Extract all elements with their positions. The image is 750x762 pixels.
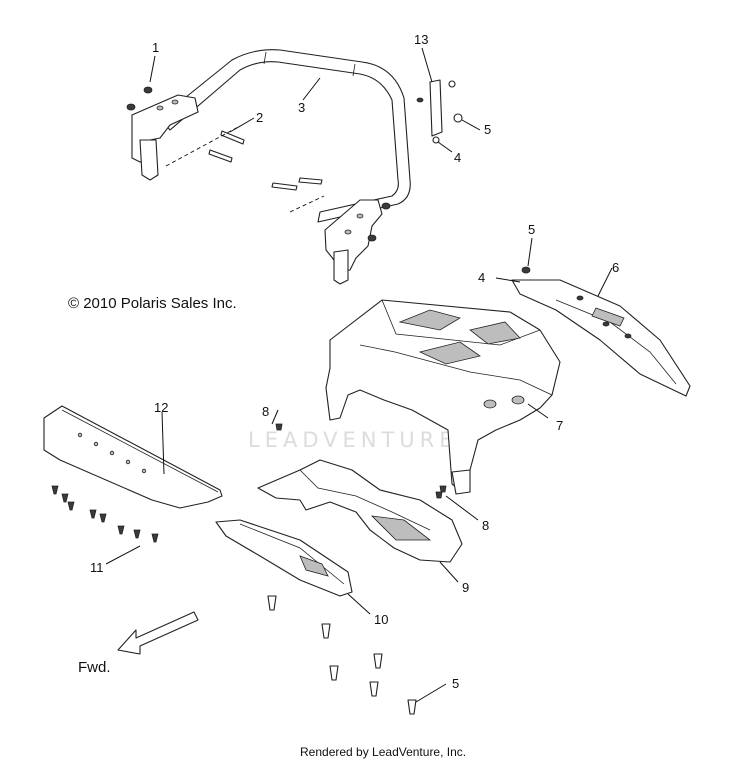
- callouts: 1 2 3 13 5 4 5 4 6 12 8 7 8 11 9 10 5: [90, 32, 619, 691]
- leader-lines: [105, 47, 613, 703]
- callout-11: 11: [90, 560, 104, 575]
- callout-6: 6: [612, 260, 619, 275]
- under-tray-9: [257, 459, 463, 563]
- callout-3: 3: [298, 100, 305, 115]
- callout-7: 7: [556, 418, 563, 433]
- callout-4a: 4: [454, 150, 461, 165]
- mount-bracket-left: [126, 86, 199, 181]
- callout-8b: 8: [482, 518, 489, 533]
- mount-bracket-right: [324, 199, 391, 285]
- roll-bar-loop: [159, 49, 411, 223]
- copyright-text: © 2010 Polaris Sales Inc.: [68, 295, 237, 312]
- watermark-text: LEADVENTURE: [248, 428, 458, 452]
- rivets-group: [51, 485, 159, 543]
- rear-fender-body: [325, 299, 561, 495]
- callout-5c: 5: [452, 676, 459, 691]
- callout-1: 1: [152, 40, 159, 55]
- callout-9: 9: [462, 580, 469, 595]
- trim-10: [215, 519, 353, 597]
- bolts-group: [165, 125, 325, 213]
- callout-8a: 8: [262, 404, 269, 419]
- callout-13: 13: [414, 32, 428, 47]
- callout-12: 12: [154, 400, 168, 415]
- forward-arrow: [117, 611, 199, 655]
- footer-text: Rendered by LeadVenture, Inc.: [300, 745, 466, 759]
- push-pins-group: [267, 423, 443, 715]
- callout-2: 2: [256, 110, 263, 125]
- plate-13: [416, 79, 463, 144]
- callout-4b: 4: [478, 270, 485, 285]
- direction-label: Fwd.: [78, 659, 111, 676]
- panel-6: [511, 266, 691, 397]
- callout-5a: 5: [484, 122, 491, 137]
- skid-plate-12: [43, 405, 223, 509]
- callout-10: 10: [374, 612, 388, 627]
- callout-5b: 5: [528, 222, 535, 237]
